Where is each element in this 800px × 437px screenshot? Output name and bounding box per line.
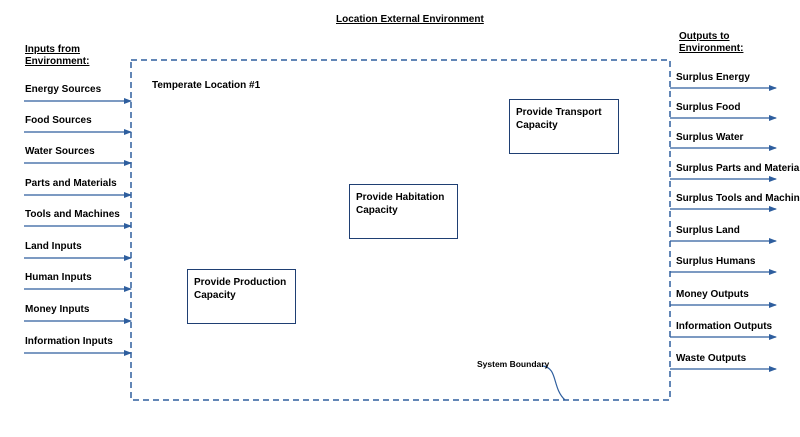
production-capacity-line-1: Provide Production (194, 277, 287, 288)
input-label: Money Inputs (25, 304, 90, 315)
outputs-header-line-1: Outputs to (679, 31, 730, 42)
habitation-capacity-box: Provide Habitation Capacity (349, 184, 458, 239)
outputs-header-line-2: Environment: (679, 43, 744, 54)
output-label: Surplus Energy (676, 72, 750, 83)
transport-capacity-line-2: Capacity (516, 120, 558, 131)
output-label: Surplus Water (676, 132, 744, 143)
system-boundary-pointer (542, 365, 566, 401)
system-boundary-label: System Boundary (477, 359, 550, 369)
output-label: Information Outputs (676, 321, 773, 332)
input-label: Parts and Materials (25, 178, 117, 189)
location-label: Temperate Location #1 (152, 80, 261, 91)
transport-capacity-line-1: Provide Transport (516, 107, 602, 118)
output-label: Surplus Tools and Machines (676, 193, 800, 204)
input-label: Food Sources (25, 115, 92, 126)
output-label: Surplus Humans (676, 256, 756, 267)
production-capacity-box: Provide Production Capacity (187, 269, 296, 324)
habitation-capacity-line-1: Provide Habitation (356, 192, 445, 203)
input-label: Energy Sources (25, 84, 102, 95)
output-label: Surplus Food (676, 102, 741, 113)
production-capacity-line-2: Capacity (194, 290, 236, 301)
inputs-header-line-2: Environment: (25, 56, 90, 67)
diagram-title: Location External Environment (336, 14, 484, 25)
output-label: Surplus Land (676, 225, 740, 236)
output-label: Money Outputs (676, 289, 749, 300)
habitation-capacity-line-2: Capacity (356, 205, 398, 216)
input-label: Tools and Machines (25, 209, 120, 220)
output-label: Surplus Parts and Materials (676, 163, 800, 174)
input-label: Water Sources (25, 146, 95, 157)
input-label: Information Inputs (25, 336, 113, 347)
input-label: Human Inputs (25, 272, 92, 283)
inputs-header-line-1: Inputs from (25, 44, 80, 55)
output-label: Waste Outputs (676, 353, 747, 364)
transport-capacity-box: Provide Transport Capacity (509, 99, 619, 154)
input-label: Land Inputs (25, 241, 82, 252)
